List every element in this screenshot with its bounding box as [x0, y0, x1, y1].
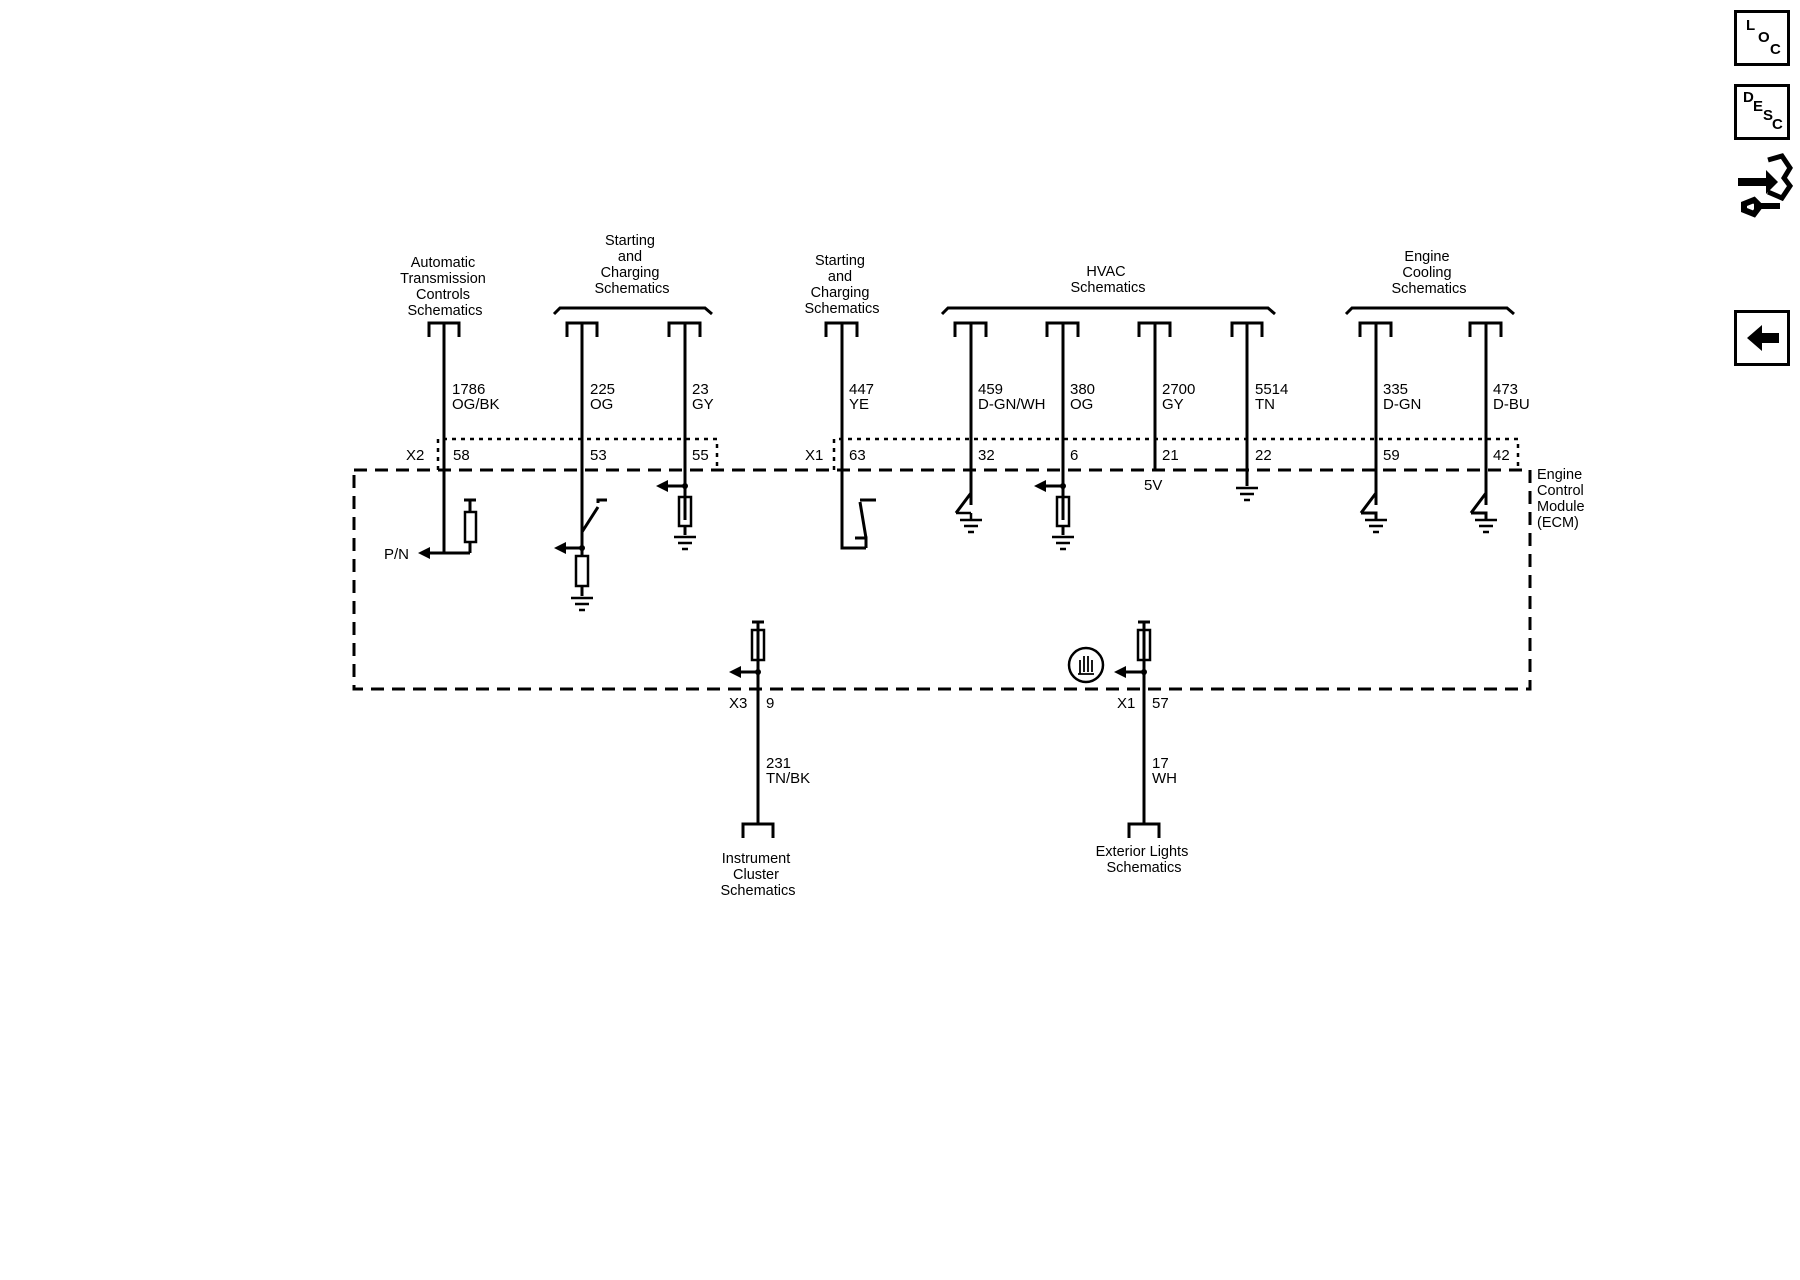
- wire-447: [840, 323, 866, 550]
- loc-button[interactable]: L O C: [1734, 10, 1790, 66]
- resistor-17: [1136, 628, 1152, 662]
- pin-label: 32: [978, 447, 995, 464]
- pullup-17: [1138, 620, 1150, 630]
- desc-button[interactable]: D E S C: [1734, 84, 1790, 140]
- arrow-17: [1114, 666, 1126, 678]
- connector-end-view-button[interactable]: [1730, 152, 1794, 224]
- terminal-bottom-17: [1127, 822, 1161, 838]
- connector-label-x3: X3: [729, 695, 747, 712]
- group-bracket-starting-charging-1: [552, 306, 713, 316]
- loc-letter-l: L: [1746, 17, 1756, 34]
- switch-473: [1469, 492, 1488, 520]
- pin-label: 22: [1255, 447, 1272, 464]
- ground-380: [1052, 535, 1074, 551]
- voltage-label: 5V: [1144, 477, 1162, 494]
- pullup-1786: [464, 498, 476, 553]
- x2-connector-boundary: [436, 437, 719, 470]
- loc-letter-o: O: [1758, 29, 1770, 46]
- desc-letter-e: E: [1753, 98, 1764, 115]
- arrow-23: [656, 480, 668, 492]
- pin-label: 21: [1162, 447, 1179, 464]
- ecm-boundary: [352, 468, 1532, 691]
- resistor-380: [1055, 495, 1071, 528]
- ground-473: [1475, 518, 1497, 534]
- esd-symbol-icon: [1067, 646, 1105, 684]
- splice-17: [1141, 669, 1147, 675]
- desc-letter-s: S: [1763, 107, 1774, 124]
- pin-label: 55: [692, 447, 709, 464]
- arrow-380: [1034, 480, 1046, 492]
- connector-label-x1-top: X1: [805, 447, 823, 464]
- pin-label: 9: [766, 695, 774, 712]
- group-bracket-hvac: [940, 306, 1276, 316]
- connector-label-x2: X2: [406, 447, 424, 464]
- group-label-starting-charging-1: Starting and Charging Schematics: [595, 233, 670, 297]
- group-bracket-engine-cooling: [1344, 306, 1515, 316]
- ground-23: [674, 535, 696, 551]
- terminal-bottom-231: [741, 822, 775, 838]
- module-label-ecm: Engine Control Module (ECM): [1537, 467, 1589, 531]
- splice-23: [682, 483, 688, 489]
- splice-380: [1060, 483, 1066, 489]
- splice-231: [755, 669, 761, 675]
- group-label-hvac: HVAC Schematics: [1071, 264, 1146, 296]
- resistor-23: [677, 495, 693, 528]
- pin-label: 53: [590, 447, 607, 464]
- group-label-transmission: Automatic Transmission Controls Schemati…: [400, 255, 490, 319]
- splice-225: [579, 545, 585, 551]
- switch-447: [855, 498, 876, 548]
- x1-connector-boundary: [832, 437, 1520, 470]
- switch-225: [580, 498, 607, 533]
- ground-459: [956, 511, 982, 534]
- ground-5514: [1236, 486, 1258, 502]
- pn-label: P/N: [384, 546, 409, 563]
- pin-label: 59: [1383, 447, 1400, 464]
- pin-label: 58: [453, 447, 470, 464]
- switch-459: [954, 492, 973, 514]
- group-label-starting-charging-2: Starting and Charging Schematics: [805, 253, 880, 317]
- arrow-pn: [418, 547, 430, 559]
- loc-letter-c: C: [1770, 41, 1781, 58]
- resistor-1786: [463, 510, 478, 544]
- dest-label-exterior-lights: Exterior Lights Schematics: [1096, 844, 1193, 876]
- ground-335: [1365, 518, 1387, 534]
- desc-letter-d: D: [1743, 89, 1754, 106]
- back-button[interactable]: [1734, 310, 1790, 366]
- connector-icon: [1738, 153, 1794, 218]
- switch-447-contact: [866, 504, 874, 538]
- resistor-231: [750, 628, 766, 662]
- pin-label: 57: [1152, 695, 1169, 712]
- resistor-225: [574, 554, 590, 588]
- switch-335: [1359, 492, 1378, 520]
- pin-label: 63: [849, 447, 866, 464]
- pullup-231: [752, 620, 764, 660]
- desc-letter-c: C: [1772, 116, 1783, 133]
- arrow-231: [729, 666, 741, 678]
- ground-225: [571, 596, 593, 612]
- pin-label: 6: [1070, 447, 1078, 464]
- dest-label-instrument-cluster: Instrument Cluster Schematics: [721, 851, 796, 899]
- group-label-engine-cooling: Engine Cooling Schematics: [1392, 249, 1467, 297]
- pin-label: 42: [1493, 447, 1510, 464]
- esd-hand-glyph: [1078, 656, 1094, 675]
- back-arrow-icon: [1747, 325, 1779, 351]
- connector-label-x1-bottom: X1: [1117, 695, 1135, 712]
- arrow-225: [554, 542, 566, 554]
